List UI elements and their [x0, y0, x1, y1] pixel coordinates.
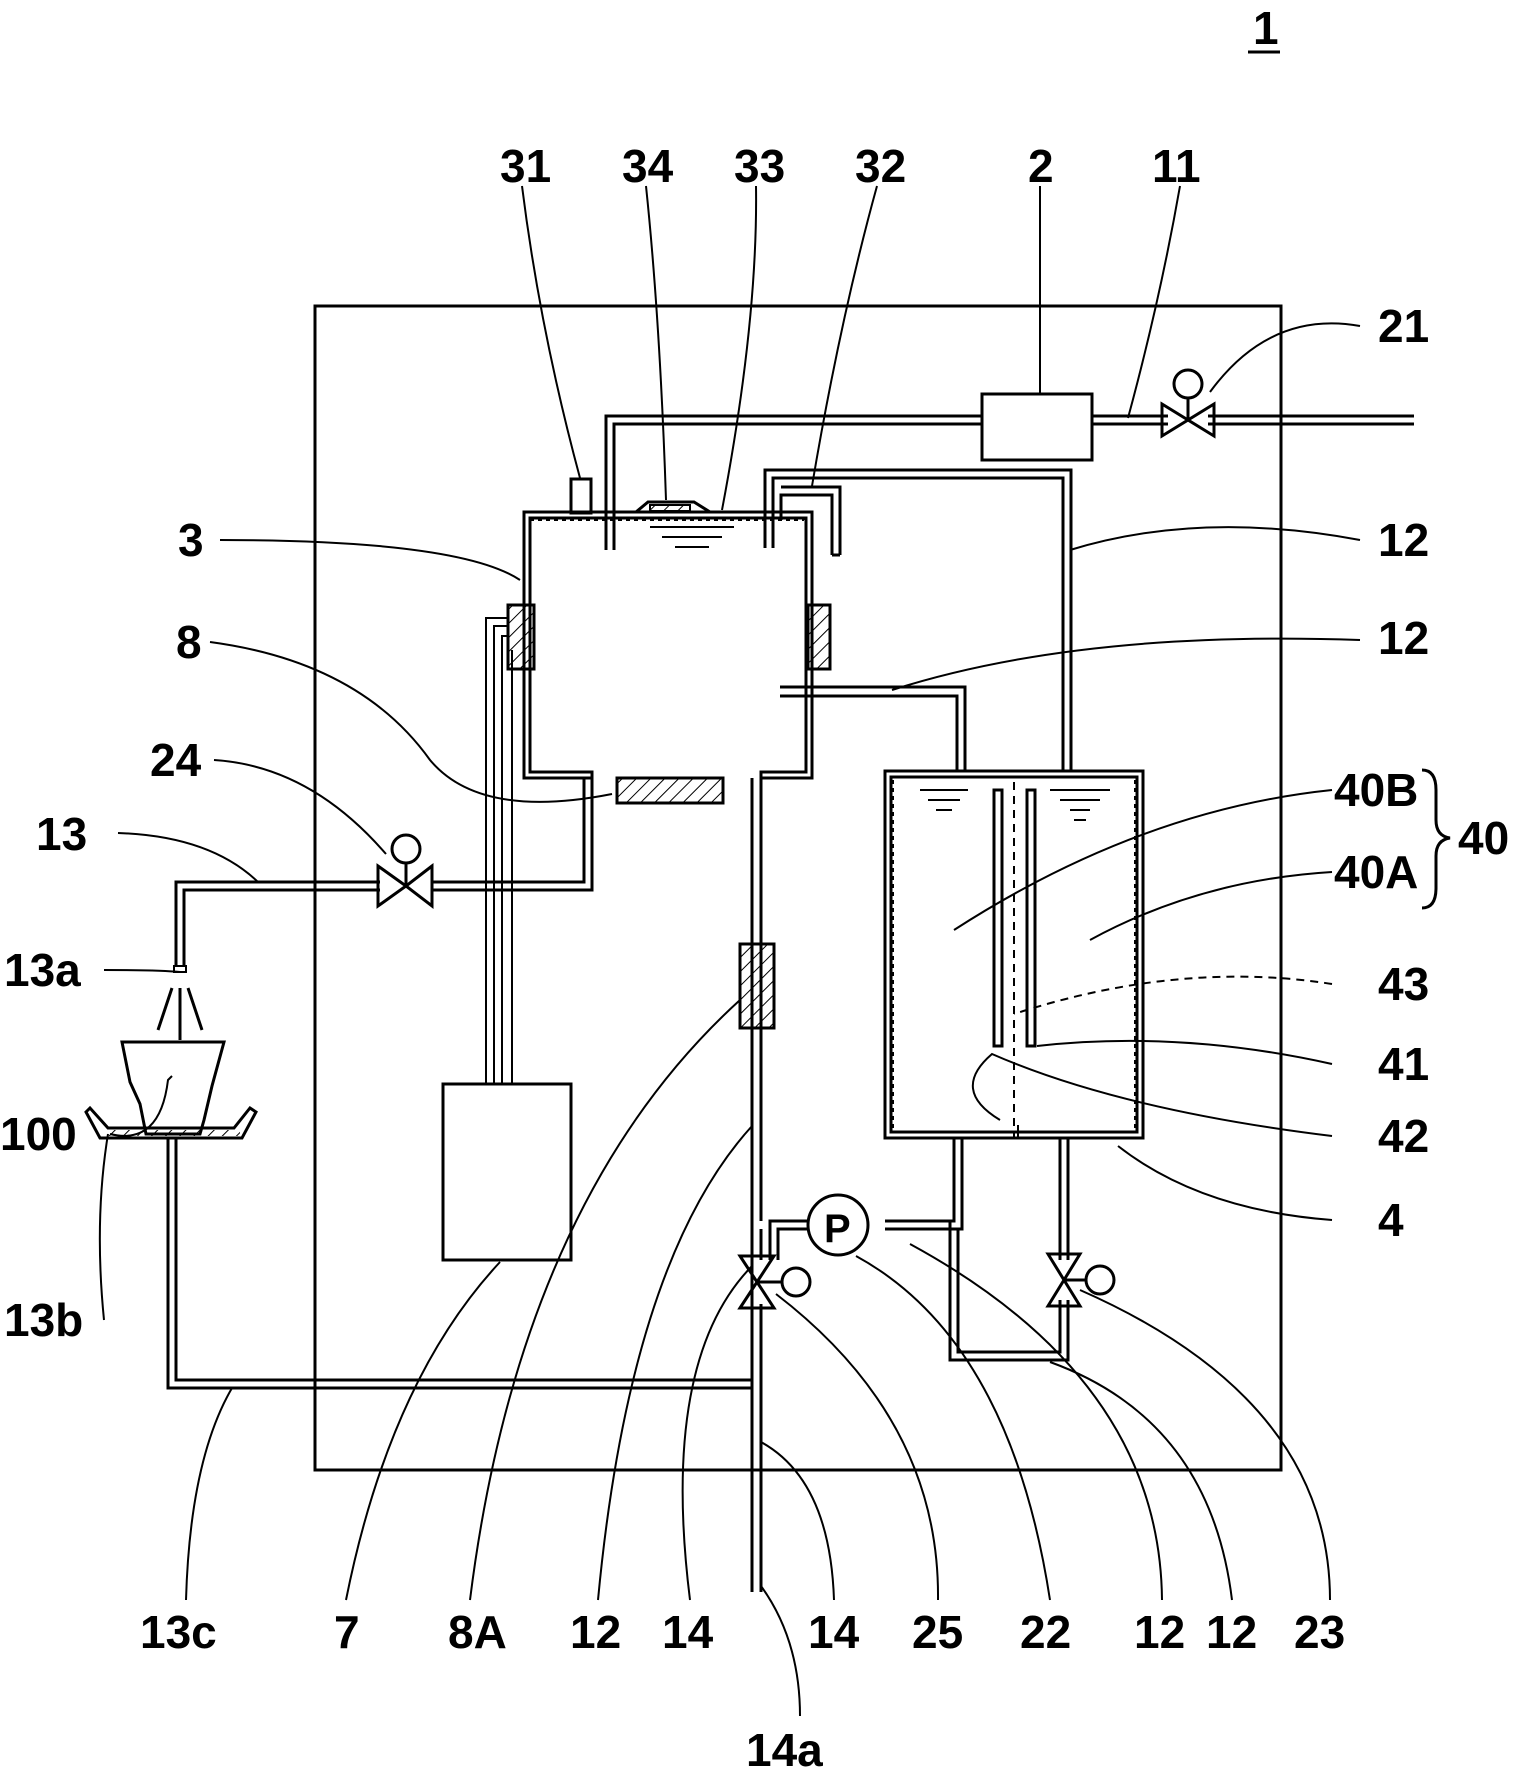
label-4: 4	[1378, 1194, 1404, 1246]
label-21: 21	[1378, 300, 1429, 352]
label-22: 22	[1020, 1606, 1071, 1658]
label-8: 8	[176, 616, 202, 668]
pipe-12-mid	[780, 687, 965, 771]
label-100: 100	[0, 1108, 77, 1160]
valve-23	[1048, 1254, 1114, 1306]
drain-13c	[168, 1138, 752, 1388]
control-box-7	[443, 1084, 571, 1260]
label-14-a: 14	[662, 1606, 714, 1658]
spray	[158, 988, 202, 1040]
label-12-top: 12	[1378, 514, 1429, 566]
label-24: 24	[150, 734, 202, 786]
label-12-bottom-b: 12	[1134, 1606, 1185, 1658]
label-41: 41	[1378, 1038, 1429, 1090]
electrode-42	[994, 790, 1002, 1046]
label-12-mid: 12	[1378, 612, 1429, 664]
label-12-bottom-a: 12	[570, 1606, 621, 1658]
label-11: 11	[1152, 140, 1201, 192]
label-7: 7	[334, 1606, 360, 1658]
label-25: 25	[912, 1606, 963, 1658]
label-40: 40	[1458, 812, 1509, 864]
label-13b: 13b	[4, 1294, 83, 1346]
tank-3	[524, 512, 812, 778]
sensor-31	[571, 479, 591, 513]
label-40A: 40A	[1334, 846, 1418, 898]
label-12-bottom-c: 12	[1206, 1606, 1257, 1658]
label-31: 31	[500, 140, 551, 192]
label-14-b: 14	[808, 1606, 860, 1658]
figure-number: 1	[1253, 2, 1279, 54]
label-23: 23	[1294, 1606, 1345, 1658]
heater-right	[808, 605, 830, 669]
label-32: 32	[855, 140, 906, 192]
label-34: 34	[622, 140, 674, 192]
filter-2	[982, 394, 1092, 460]
label-42: 42	[1378, 1110, 1429, 1162]
label-40B: 40B	[1334, 764, 1418, 816]
brace-40	[1422, 770, 1450, 908]
cables	[486, 618, 512, 1084]
heater-8	[617, 778, 723, 803]
label-13: 13	[36, 808, 87, 860]
label-43: 43	[1378, 958, 1429, 1010]
valve-21	[1162, 370, 1214, 436]
label-2: 2	[1028, 140, 1054, 192]
cup-100	[122, 1042, 224, 1134]
label-14a: 14a	[746, 1724, 823, 1776]
component-34	[650, 505, 690, 511]
filter-8A	[740, 944, 774, 1028]
label-8A: 8A	[448, 1606, 507, 1658]
label-13a: 13a	[4, 944, 81, 996]
label-33: 33	[734, 140, 785, 192]
pump-label: P	[824, 1207, 851, 1251]
valve-24	[378, 835, 432, 906]
label-13c: 13c	[140, 1606, 217, 1658]
pipe-12-bottom	[885, 1138, 1068, 1360]
label-3: 3	[178, 514, 204, 566]
